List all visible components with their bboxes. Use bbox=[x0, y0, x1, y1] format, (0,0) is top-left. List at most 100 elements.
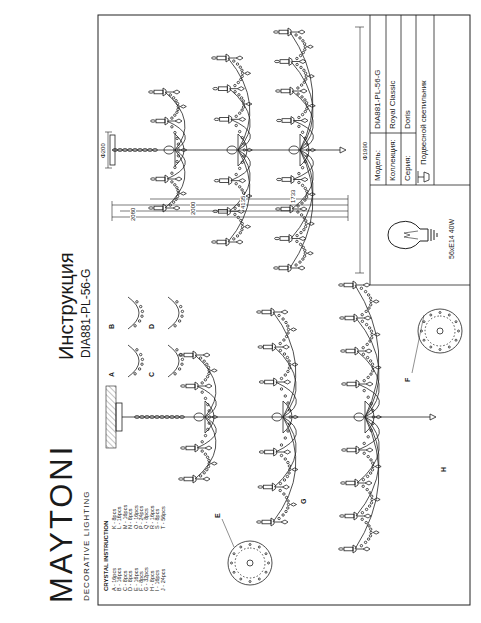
crystal-drop bbox=[300, 89, 307, 93]
plate-hole bbox=[268, 562, 270, 564]
crystal-bead bbox=[279, 342, 281, 344]
crystal-bead bbox=[370, 373, 372, 375]
crystal-bead bbox=[302, 40, 304, 42]
crystal-bead bbox=[239, 232, 241, 234]
chain-link bbox=[155, 416, 160, 419]
candle-flame bbox=[275, 60, 280, 62]
crystal-bead bbox=[368, 525, 370, 527]
crystal-bead bbox=[208, 410, 210, 412]
crystal-bead bbox=[360, 287, 362, 289]
crystal-bead bbox=[304, 199, 306, 201]
dimension-lines bbox=[105, 27, 364, 273]
callout-letter: H bbox=[440, 466, 447, 473]
crystal-drop bbox=[366, 448, 373, 452]
candle-flame bbox=[277, 119, 282, 121]
crystal-bead bbox=[304, 49, 306, 51]
crystal-bead bbox=[305, 223, 307, 225]
crystal-bead bbox=[367, 396, 369, 398]
candle-flame bbox=[340, 317, 345, 319]
crystal-bead bbox=[177, 192, 179, 194]
crystal-bead bbox=[278, 314, 280, 316]
candle-cup bbox=[163, 88, 166, 96]
callout-letter: A bbox=[108, 371, 115, 378]
crystal-bead bbox=[372, 416, 374, 418]
candle-flame bbox=[214, 179, 219, 181]
callout-letter: D bbox=[148, 323, 155, 330]
crystal-bead bbox=[283, 493, 285, 495]
crystal-bead bbox=[283, 479, 285, 481]
stem-bulb bbox=[354, 413, 364, 421]
crystal-bead bbox=[285, 321, 287, 323]
crystal-bead bbox=[371, 333, 373, 335]
drop-hanger bbox=[230, 211, 237, 212]
arm bbox=[290, 150, 313, 268]
crystal-bead bbox=[236, 63, 238, 65]
crystal-bead bbox=[304, 161, 306, 163]
crystal-bead bbox=[169, 204, 171, 206]
crystal-bead bbox=[239, 66, 241, 68]
candle-flame bbox=[341, 482, 346, 484]
crystal-bead bbox=[370, 528, 372, 530]
crystal-bead bbox=[177, 155, 179, 157]
crystal-bead bbox=[174, 131, 176, 133]
crystal-pendant bbox=[181, 148, 187, 151]
crystal-bead bbox=[367, 376, 369, 378]
crystal-bead bbox=[304, 99, 306, 101]
crystal-pendant bbox=[211, 369, 217, 372]
crystal-bead bbox=[288, 423, 290, 425]
crystal-bead bbox=[199, 357, 201, 359]
crystal-bead bbox=[287, 402, 289, 404]
crystal-bead bbox=[306, 155, 308, 157]
crystal-bead bbox=[174, 373, 176, 375]
plate-hole bbox=[430, 346, 432, 348]
crystal-bead bbox=[282, 514, 284, 516]
crystal-drop bbox=[366, 382, 373, 386]
dimension: Φ200 bbox=[100, 142, 106, 159]
drop-hanger bbox=[274, 522, 281, 523]
candle-flame bbox=[276, 90, 281, 92]
arm bbox=[229, 89, 250, 150]
crystal-bead bbox=[285, 335, 287, 337]
candle bbox=[265, 380, 274, 384]
drop-hanger bbox=[293, 209, 300, 210]
arm bbox=[290, 32, 313, 150]
crystal-bead bbox=[233, 238, 235, 240]
crystal-drop bbox=[301, 119, 308, 123]
drop-hanger bbox=[275, 487, 282, 488]
crystal-bead bbox=[299, 243, 301, 245]
crystal-bead bbox=[208, 369, 210, 371]
candle-cup bbox=[226, 54, 229, 62]
arm bbox=[167, 121, 185, 150]
candle-flame bbox=[179, 478, 184, 480]
crystal-bead bbox=[302, 51, 304, 53]
crystal-bead bbox=[204, 379, 206, 381]
drop-hanger bbox=[196, 479, 203, 480]
crystal-bead bbox=[304, 252, 306, 254]
crystal-bead bbox=[242, 106, 244, 108]
crystal-bead bbox=[303, 229, 305, 231]
crystal-bead bbox=[371, 337, 373, 339]
leader-line bbox=[412, 315, 424, 373]
crystal-bead bbox=[241, 69, 243, 71]
crystal-bead bbox=[280, 377, 282, 379]
crystal-bead bbox=[372, 465, 374, 467]
crystal-bead bbox=[237, 216, 239, 218]
crystal-bead bbox=[287, 332, 289, 334]
crystal-bead bbox=[303, 69, 305, 71]
candle-flame bbox=[258, 486, 263, 488]
drop-hanger bbox=[232, 180, 239, 181]
arm bbox=[167, 150, 185, 179]
crystal-bead bbox=[287, 461, 289, 463]
crystal-bead bbox=[370, 429, 372, 431]
crystal-bead bbox=[371, 469, 373, 471]
crystal-bead bbox=[302, 246, 304, 248]
crystal-bead bbox=[362, 479, 364, 481]
stem-bulb bbox=[289, 146, 299, 154]
crystal-bead bbox=[241, 137, 243, 139]
crystal-pendant bbox=[375, 366, 381, 369]
spare-arm-piece bbox=[128, 345, 144, 377]
crystal-bead bbox=[141, 363, 143, 365]
crystal-bead bbox=[306, 149, 308, 151]
candle-cup bbox=[355, 479, 358, 487]
